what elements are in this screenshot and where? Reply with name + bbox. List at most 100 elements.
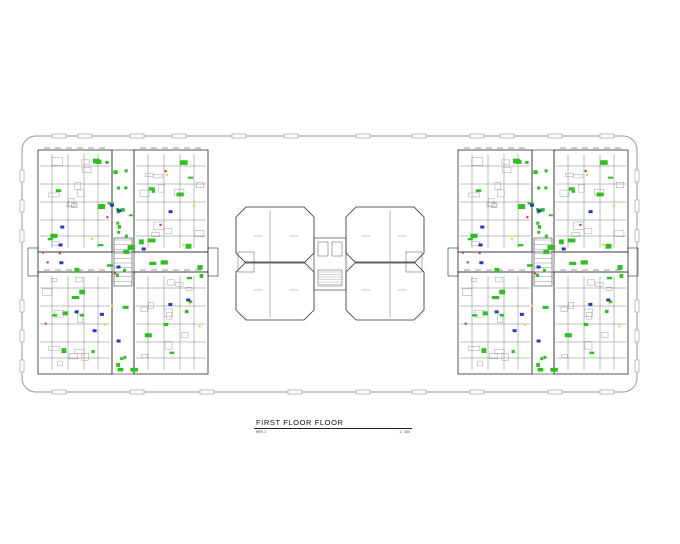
furniture xyxy=(571,232,580,237)
light-fixture-icon xyxy=(186,276,193,280)
corridor-light-icon xyxy=(124,234,128,238)
furniture xyxy=(51,241,60,247)
light-fixture-icon xyxy=(185,243,192,249)
drawing-reference: REF-1 xyxy=(256,430,267,434)
corridor-light-icon xyxy=(544,186,548,190)
furniture xyxy=(616,182,625,188)
power-point-icon xyxy=(586,173,589,176)
light-fixture-icon xyxy=(79,313,84,317)
light-fixture-icon xyxy=(117,367,124,372)
boundary-notch xyxy=(411,389,427,395)
light-fixture-icon xyxy=(599,160,608,165)
light-fixture-icon xyxy=(179,160,188,165)
sanitary-fixture-icon xyxy=(536,339,541,343)
corridor-light-icon xyxy=(123,355,127,359)
boundary-notch xyxy=(283,133,299,139)
light-fixture-icon xyxy=(527,202,534,205)
light-fixture-icon xyxy=(107,264,113,267)
furniture xyxy=(501,159,510,165)
light-fixture-icon xyxy=(475,189,482,193)
light-fixture-icon xyxy=(148,187,155,191)
boundary-notch xyxy=(599,133,615,139)
left-apartment-block xyxy=(27,147,219,375)
alarm-point-icon xyxy=(159,223,162,226)
stair-wing xyxy=(447,247,459,277)
boundary-notch xyxy=(19,329,25,343)
furniture xyxy=(468,192,480,198)
furniture xyxy=(57,360,63,367)
light-fixture-icon xyxy=(536,362,540,368)
light-fixture-icon xyxy=(535,273,539,277)
light-fixture-icon xyxy=(540,208,545,212)
light-fixture-icon xyxy=(511,350,515,354)
sanitary-fixture-icon xyxy=(99,312,104,316)
furniture xyxy=(501,353,509,361)
light-fixture-icon xyxy=(482,311,488,316)
sanitary-fixture-icon xyxy=(116,339,121,343)
lift-shaft xyxy=(331,241,343,257)
light-fixture-icon xyxy=(564,333,572,338)
sanitary-fixture-icon xyxy=(109,203,114,207)
boundary-notch xyxy=(469,133,485,139)
corridor-light-icon xyxy=(544,234,548,238)
alarm-point-icon xyxy=(466,261,469,264)
furniture xyxy=(48,346,60,351)
light-fixture-icon xyxy=(113,170,118,175)
power-point-icon xyxy=(188,302,191,305)
alarm-point-icon xyxy=(113,272,116,275)
furniture xyxy=(185,287,193,291)
corridor-light-icon xyxy=(124,186,128,190)
furniture xyxy=(81,353,89,361)
office-wing-bottom-right xyxy=(345,261,425,321)
furniture xyxy=(48,192,60,198)
sanitary-fixture-icon xyxy=(59,261,64,265)
boundary-notch xyxy=(19,359,25,373)
furniture xyxy=(68,198,75,207)
sanitary-fixture-icon xyxy=(117,209,122,213)
furniture xyxy=(614,230,625,237)
boundary-notch xyxy=(19,299,25,313)
alarm-point-icon xyxy=(106,216,109,219)
furniture xyxy=(66,202,77,208)
alarm-point-icon xyxy=(44,322,47,325)
corridor-vertical xyxy=(111,149,135,375)
furniture xyxy=(145,172,154,177)
furniture xyxy=(489,353,499,360)
apartment-outline xyxy=(457,149,533,253)
corridor-light-icon xyxy=(537,230,541,234)
boundary-notch xyxy=(77,133,93,139)
furniture xyxy=(584,228,593,234)
light-fixture-icon xyxy=(105,160,109,164)
light-fixture-icon xyxy=(517,244,524,247)
boundary-notch xyxy=(355,389,371,395)
sanitary-fixture-icon xyxy=(168,210,173,214)
boundary-notch xyxy=(51,389,67,395)
furniture xyxy=(477,360,483,367)
furniture xyxy=(77,189,85,198)
light-fixture-icon xyxy=(199,273,204,278)
sanitary-fixture-icon xyxy=(92,329,97,333)
title-block: FIRST FLOOR FLOOR REF-1 1 : 100 xyxy=(254,418,412,438)
corridor-light-icon xyxy=(538,225,542,229)
alarm-point-icon xyxy=(478,252,481,255)
light-fixture-icon xyxy=(74,267,80,273)
furniture xyxy=(584,341,593,350)
light-fixture-icon xyxy=(116,362,120,368)
light-fixture-icon xyxy=(61,348,67,354)
boundary-notch xyxy=(634,299,640,313)
light-fixture-icon xyxy=(128,214,133,217)
light-fixture-icon xyxy=(97,244,104,247)
light-fixture-icon xyxy=(184,309,189,314)
boundary-notch xyxy=(634,229,640,243)
sanitary-fixture-icon xyxy=(479,261,484,265)
furniture xyxy=(71,203,78,208)
light-fixture-icon xyxy=(606,276,613,280)
furniture xyxy=(151,232,160,237)
furniture xyxy=(164,308,173,317)
stair-wing xyxy=(27,247,39,277)
light-fixture-icon xyxy=(187,176,194,179)
power-point-icon xyxy=(608,302,611,305)
alarm-point-icon xyxy=(526,216,529,219)
light-fixture-icon xyxy=(515,159,522,164)
light-fixture-icon xyxy=(97,204,106,210)
